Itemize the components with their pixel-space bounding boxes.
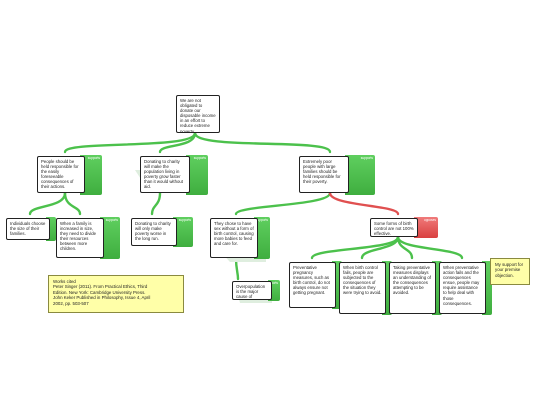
connector-birth-whenaction (396, 235, 464, 260)
connector-root-donating (158, 131, 197, 154)
support-connectors (28, 131, 464, 281)
support-note[interactable]: My support for your premise objection. (490, 258, 530, 285)
connector-people-individuals (28, 191, 67, 216)
connector-people-family (63, 191, 82, 216)
supports-tab-donating: supports (186, 155, 208, 195)
node-individuals-choose[interactable]: Individuals choose the size of their fam… (6, 218, 50, 240)
supports-tab-individuals (46, 217, 56, 241)
connector-birth-whenfails (360, 235, 400, 260)
node-preventative[interactable]: Preventative pregnancy measures, such as… (289, 262, 336, 308)
supports-label: supports (255, 218, 268, 222)
node-when-action-fails[interactable]: When preventative action fails and the c… (439, 262, 486, 314)
connector-root-people (63, 131, 197, 154)
works-cited-note[interactable]: Works cited Peter Singer (2011). From Pr… (48, 275, 184, 313)
connector-donating-more (150, 191, 162, 216)
opposes-label: opposes (423, 218, 436, 222)
node-overpopulation[interactable]: Overpopulation is the major cause of ext… (232, 281, 272, 300)
supports-tab-when-fails (382, 261, 392, 315)
node-donating-worse[interactable]: Donating to charity will make the popula… (140, 156, 190, 193)
supports-label: supports (360, 156, 373, 160)
connector-extremely-chose (234, 191, 332, 216)
node-extremely-poor[interactable]: Extremely poor people with large familie… (299, 156, 349, 193)
node-family-increased[interactable]: When a family is increased in size, they… (56, 218, 104, 258)
works-cited-line: Peter Singer (2011). From Practical Ethi… (53, 284, 148, 290)
opposes-tab-birth-control: opposes (414, 217, 438, 238)
works-cited-line: John Keker Published in Philosophy, Issu… (53, 295, 151, 301)
node-when-fails[interactable]: When birth control fails, people are sub… (339, 262, 386, 314)
supports-label: supports (87, 156, 100, 160)
node-birth-control[interactable]: Some forms of birth control are not 100%… (370, 218, 418, 237)
root-claim[interactable]: We are not obligated to donate our dispo… (176, 95, 220, 133)
supports-tab-people: supports (80, 155, 102, 195)
supports-tab-more-poverty: supports (173, 217, 193, 247)
node-taking-measures[interactable]: Taking preventative measures displays an… (389, 262, 436, 314)
supports-tab-extremely: supports (345, 155, 375, 195)
connector-root-extremely (193, 131, 332, 154)
supports-tab-choose-sex: supports (254, 217, 270, 259)
works-cited-line: 2002, pp. 503-507 (53, 300, 89, 306)
supports-tab-taking-measures (432, 261, 442, 315)
supports-label: supports (105, 218, 118, 222)
node-choose-sex[interactable]: They chose to have sex without a form of… (210, 218, 258, 258)
node-more-poverty[interactable]: Donating to charity will only make pover… (131, 218, 177, 246)
works-cited-line: Edition. New York: Cambridge University … (53, 289, 146, 295)
node-people-responsible[interactable]: People should be held responsible for th… (37, 156, 85, 193)
supports-tab-family: supports (100, 217, 120, 259)
supports-label: supports (193, 156, 206, 160)
oppose-connectors (328, 191, 400, 216)
works-cited-heading: Works cited (53, 279, 76, 284)
supports-tab-preventative (332, 261, 342, 309)
connector-extremely-birth (328, 191, 400, 216)
supports-label: supports (178, 218, 191, 222)
supports-tab-when-action-fails (482, 261, 492, 315)
connector-birth-preventative (310, 235, 400, 260)
